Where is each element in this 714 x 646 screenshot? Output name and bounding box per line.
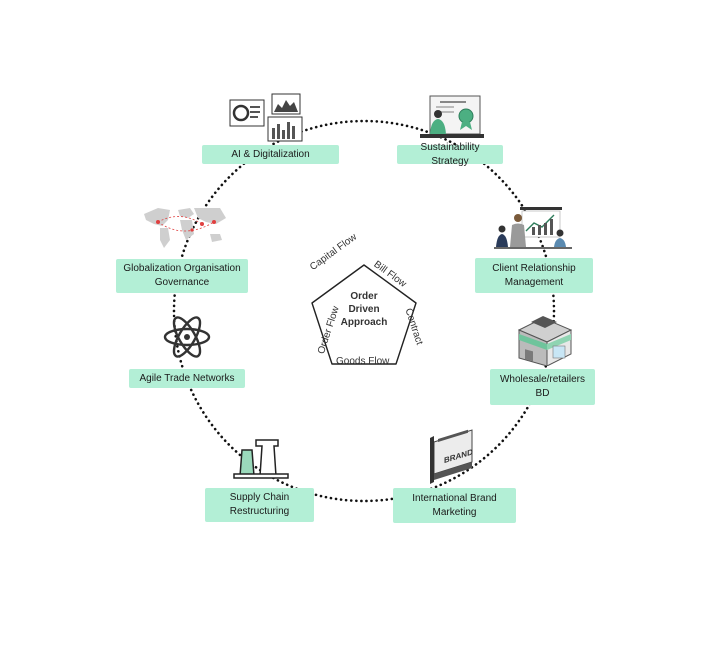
storefront-icon [517, 316, 573, 366]
node-sustainability-strategy: Sustainability Strategy [397, 142, 503, 167]
dashboard-charts-icon [229, 93, 303, 142]
atom-icon [163, 316, 211, 358]
factory-chimney-icon [233, 439, 289, 479]
brand-billboard-icon: BRAND [430, 429, 473, 484]
node-wholesale-retailers: Wholesale/retailers BD [490, 369, 595, 405]
certificate-presenter-icon [420, 95, 484, 138]
node-ai-digitalization: AI & Digitalization [202, 145, 339, 164]
world-map-icon [144, 208, 226, 248]
center-title: Order Driven Approach [340, 291, 388, 328]
node-client-relationship: Client Relationship Management [475, 258, 593, 293]
business-meeting-icon [494, 207, 572, 249]
edge-label-goods-flow: Goods Flow [336, 356, 390, 367]
node-supply-chain: Supply Chain Restructuring [205, 488, 314, 522]
center-pentagon [311, 264, 417, 365]
node-agile-trade: Agile Trade Networks [129, 369, 245, 388]
node-international-brand: International Brand Marketing [393, 488, 516, 523]
process-ring [172, 119, 556, 503]
node-globalization-governance: Globalization Organisation Governance [116, 259, 248, 293]
